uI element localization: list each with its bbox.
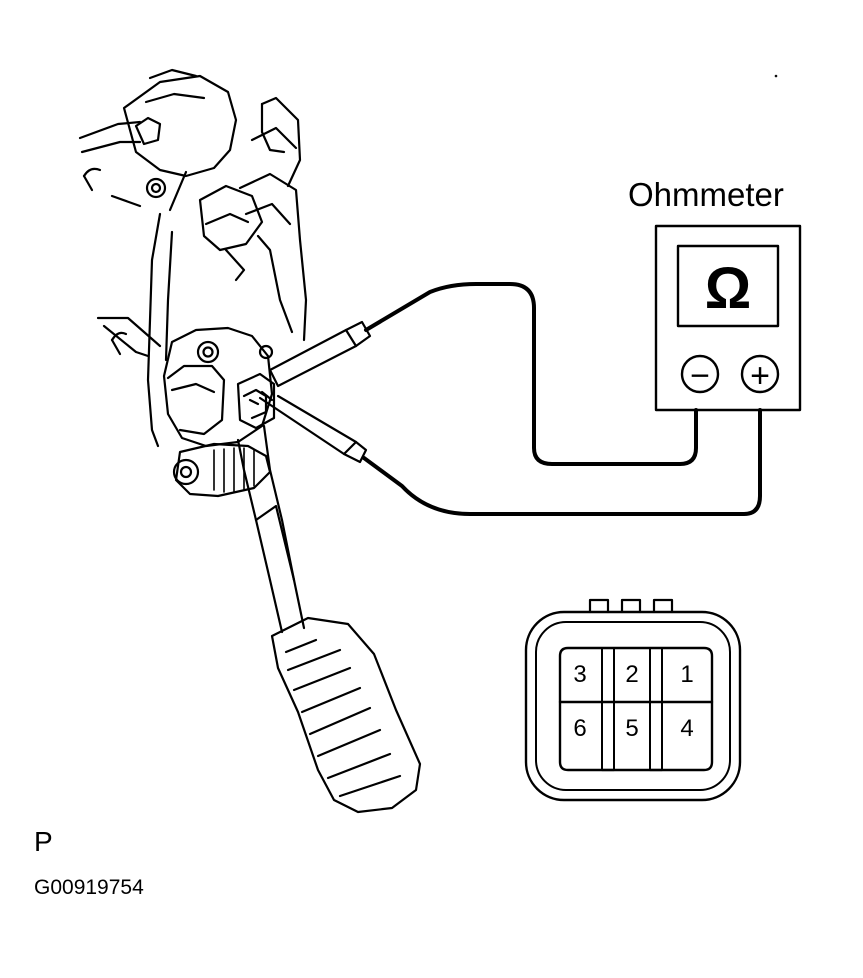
accelerator-pedal-assembly [78, 68, 422, 814]
positive-terminal [740, 354, 780, 394]
plus-sign: + [750, 357, 770, 395]
negative-test-lead [364, 282, 698, 466]
negative-terminal [680, 354, 720, 394]
pin-5-label: 5 [625, 715, 638, 742]
connector-face-view [524, 598, 742, 802]
ohmmeter-display [676, 244, 780, 328]
pin-6-label: 6 [573, 715, 586, 742]
ohmmeter [654, 224, 802, 412]
pin-1-label: 1 [680, 661, 693, 688]
ohm-symbol: Ω [705, 256, 752, 321]
figure-id: G00919754 [34, 876, 144, 899]
ohmmeter-title: Ohmmeter [628, 176, 784, 213]
pin-4-label: 4 [680, 715, 693, 742]
positive-test-lead [362, 408, 762, 516]
pin-2-label: 2 [625, 661, 638, 688]
ohmmeter-body [654, 224, 802, 412]
minus-sign: − [690, 357, 710, 395]
view-code-label: P [34, 826, 53, 857]
test-probes [258, 320, 372, 464]
pin-3-label: 3 [573, 661, 586, 688]
